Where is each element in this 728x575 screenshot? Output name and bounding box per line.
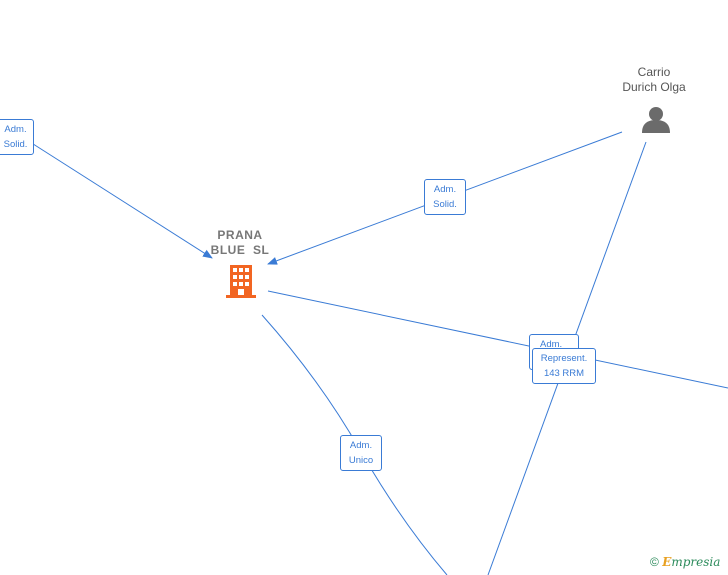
company-name-line2: BLUE SL	[210, 243, 270, 257]
person-name-line2: Durich Olga	[622, 80, 686, 94]
edge-label-line1: Adm.	[540, 339, 563, 350]
building-icon[interactable]	[226, 265, 256, 298]
person-name-line1: Carrio	[637, 65, 671, 79]
edge-label-line1: Adm.	[349, 440, 373, 451]
edge-label-line2: 143 RRM	[543, 368, 585, 379]
edge-left-to-company	[29, 141, 213, 259]
brand-name: mpresia	[671, 555, 721, 569]
edge-label-person-bottom[interactable]: Represent. 143 RRM	[532, 348, 596, 384]
edge-label-left-top[interactable]: Adm. Solid.	[0, 119, 34, 155]
edge-label-line2: Unico	[348, 455, 374, 466]
edge-label-person-company[interactable]: Adm. Solid.	[424, 179, 466, 215]
edge-label-line2: Solid.	[433, 199, 457, 210]
company-name-line1: PRANA	[217, 228, 263, 242]
edge-label-line2: Solid.	[3, 139, 28, 150]
edge-label-line1: Adm.	[4, 124, 27, 135]
person-icon[interactable]	[642, 107, 670, 133]
edge-label-line1: Adm.	[433, 184, 457, 195]
edge-label-line1: Represent.	[540, 353, 588, 364]
brand-initial: E	[662, 555, 672, 569]
person-name[interactable]: Carrio Durich Olga	[604, 65, 704, 95]
edge-company-to-right	[267, 290, 728, 389]
copyright-symbol: ©	[650, 555, 659, 569]
brand-logo: © Empresia	[650, 555, 720, 569]
edge-label-company-bottom[interactable]: Adm. Unico	[340, 435, 382, 471]
company-name[interactable]: PRANA BLUE SL	[200, 228, 280, 258]
